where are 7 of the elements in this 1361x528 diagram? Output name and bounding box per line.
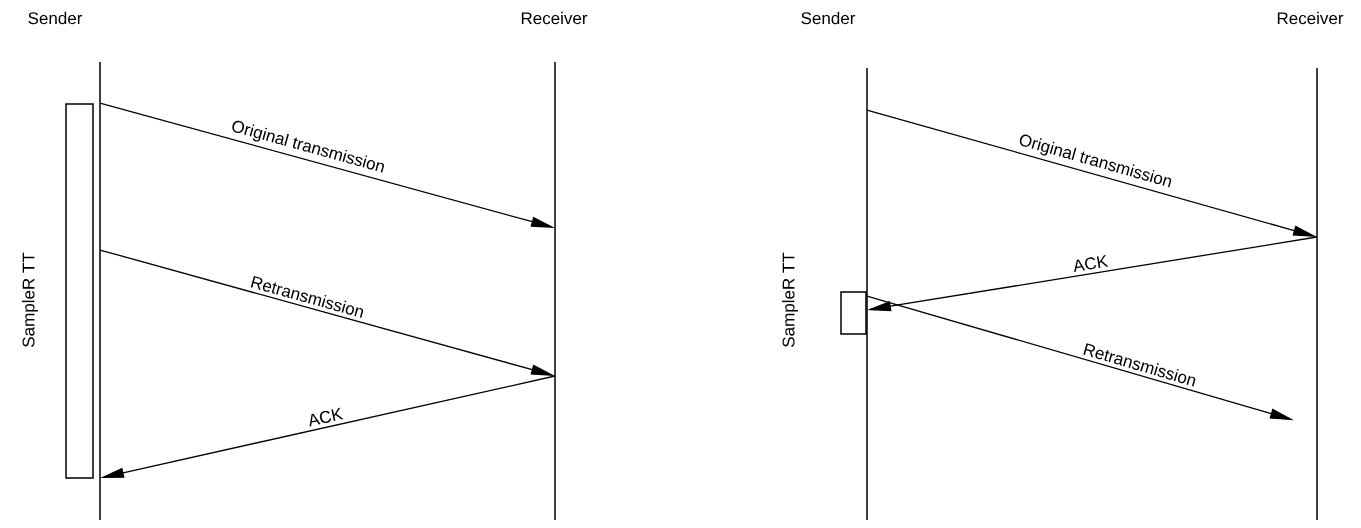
edge-label: ACK (305, 406, 345, 428)
lifeline: Sender (801, 11, 868, 521)
axis-label: SampleR TT (22, 252, 38, 347)
lifeline: Receiver (521, 11, 588, 521)
axis-label: SampleR TT (782, 252, 798, 347)
edge-label: ACK (1071, 253, 1110, 274)
lifeline: Receiver (1277, 11, 1344, 521)
